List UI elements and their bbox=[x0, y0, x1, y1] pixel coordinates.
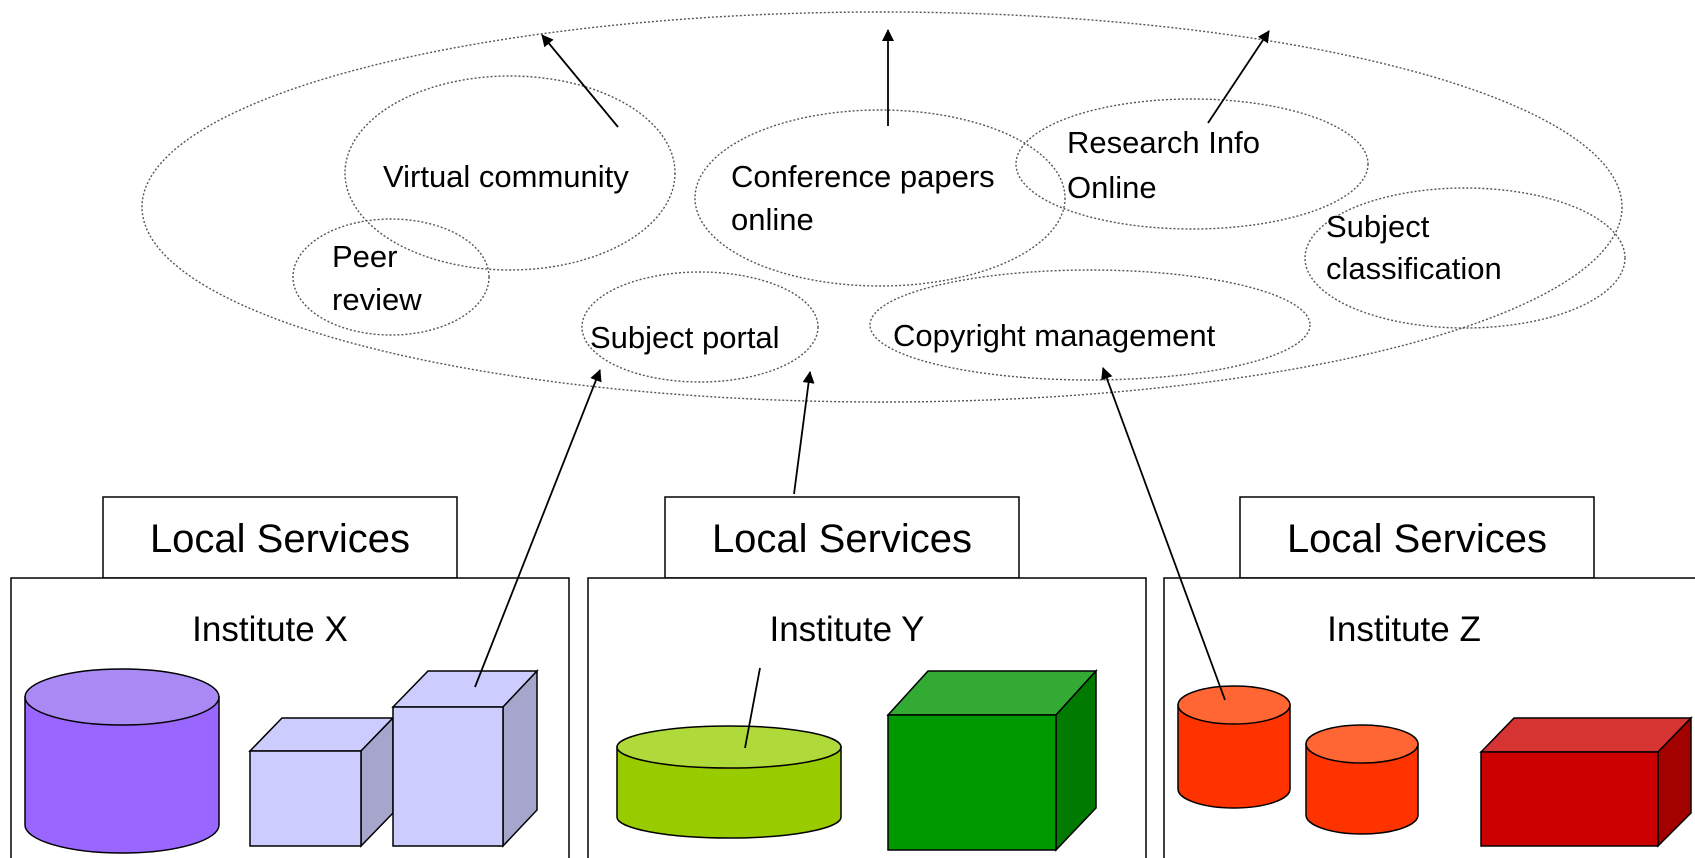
arrow-virtual-community-up bbox=[541, 34, 619, 128]
institute-z-database-small[interactable] bbox=[1305, 724, 1419, 835]
federation-ellipse bbox=[141, 11, 1623, 403]
peer-review-label-line1: Peer bbox=[332, 239, 397, 274]
z-box-front bbox=[1480, 751, 1659, 847]
y-box-front bbox=[887, 714, 1057, 851]
conference-papers-node[interactable]: Conference papers online bbox=[694, 109, 1066, 287]
subject-classification-label-line2: classification bbox=[1326, 251, 1502, 286]
y-cylinder-top bbox=[616, 725, 842, 769]
x-cylinder-body bbox=[24, 696, 220, 854]
conference-papers-label-line1: Conference papers bbox=[731, 159, 995, 194]
institute-y-database[interactable] bbox=[616, 725, 842, 839]
research-info-node[interactable]: Research Info Online bbox=[1015, 98, 1369, 230]
link-y-database-to-local-services bbox=[744, 667, 761, 749]
z-cylinder2-body bbox=[1305, 743, 1419, 835]
institute-x-label: Institute X bbox=[192, 610, 348, 649]
z-box-top bbox=[1479, 717, 1693, 753]
research-info-label-line1: Research Info bbox=[1067, 125, 1260, 160]
institute-y-server[interactable] bbox=[886, 669, 1098, 852]
institute-z-server[interactable] bbox=[1479, 716, 1693, 848]
research-info-label-line2: Online bbox=[1067, 170, 1157, 205]
z-cylinder2-top bbox=[1305, 724, 1419, 764]
arrow-y-services-to-subject-portal bbox=[793, 371, 815, 495]
x-cylinder-top bbox=[24, 668, 220, 726]
arrow-x-server-to-subject-portal bbox=[474, 369, 602, 688]
copyright-management-node[interactable]: Copyright management bbox=[869, 269, 1311, 381]
peer-review-node[interactable]: Peer review bbox=[292, 218, 490, 336]
subject-portal-label: Subject portal bbox=[590, 320, 780, 355]
virtual-community-label: Virtual community bbox=[383, 159, 629, 194]
z-cylinder1-top bbox=[1177, 685, 1291, 725]
peer-review-label-line2: review bbox=[332, 282, 422, 317]
institute-y-label: Institute Y bbox=[769, 610, 924, 649]
subject-portal-node[interactable]: Subject portal bbox=[581, 271, 819, 383]
z-cylinder1-body bbox=[1177, 704, 1291, 809]
copyright-management-label: Copyright management bbox=[893, 318, 1216, 353]
subject-classification-label-line1: Subject bbox=[1326, 209, 1430, 244]
virtual-community-node[interactable]: Virtual community bbox=[344, 75, 676, 271]
arrow-research-info-up bbox=[1207, 30, 1270, 124]
institute-z-label: Institute Z bbox=[1327, 610, 1481, 649]
local-services-label-x: Local Services bbox=[150, 517, 410, 561]
institute-z-database-large[interactable] bbox=[1177, 685, 1291, 809]
institute-x-large-server[interactable] bbox=[391, 669, 539, 848]
local-services-box-y[interactable]: Local Services bbox=[664, 496, 1020, 579]
subject-classification-node[interactable]: Subject classification bbox=[1304, 187, 1626, 329]
local-services-box-x[interactable]: Local Services bbox=[102, 496, 458, 579]
x-large-box-front bbox=[392, 706, 504, 847]
arrow-z-database-to-copyright bbox=[1101, 367, 1226, 701]
local-services-label-z: Local Services bbox=[1287, 517, 1547, 561]
local-services-label-y: Local Services bbox=[712, 517, 972, 561]
institute-x-small-server[interactable] bbox=[248, 716, 395, 848]
local-services-box-z[interactable]: Local Services bbox=[1239, 496, 1595, 579]
y-cylinder-body bbox=[616, 746, 842, 839]
institute-x-database[interactable] bbox=[24, 668, 220, 854]
x-small-box-front bbox=[249, 750, 362, 847]
conference-papers-label-line2: online bbox=[731, 202, 814, 237]
